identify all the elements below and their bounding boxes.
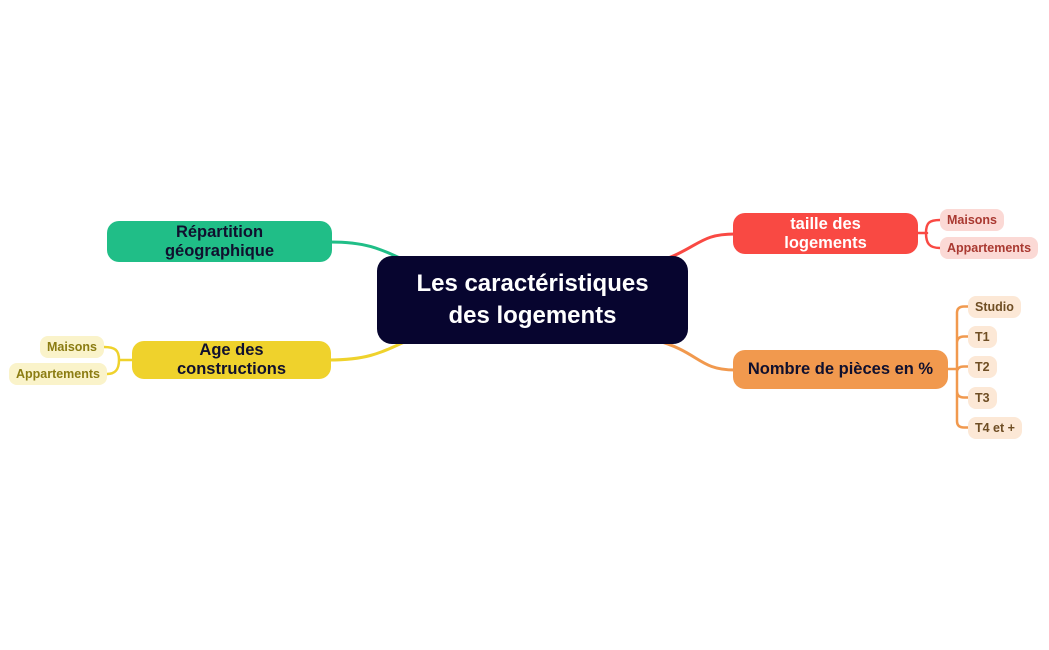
branch-pieces-label: Nombre de pièces en % xyxy=(747,360,934,378)
branch-repartition-label: Répartition géographique xyxy=(164,222,275,260)
child-taille-appartements[interactable]: Appartements xyxy=(940,237,1039,259)
child-taille-maisons[interactable]: Maisons xyxy=(940,209,1005,231)
child-pieces-studio[interactable]: Studio xyxy=(968,296,1021,318)
branch-taille-label: taille des logements xyxy=(784,214,867,252)
child-pieces-t1[interactable]: T1 xyxy=(968,326,997,348)
child-pieces-t1-label: T1 xyxy=(975,330,990,344)
child-pieces-studio-label: Studio xyxy=(975,300,1014,314)
branch-age-des-constructions[interactable]: Age des constructions xyxy=(132,341,331,379)
child-pieces-t4-label: T4 et + xyxy=(975,421,1015,435)
branch-age-label: Age des constructions xyxy=(176,341,287,378)
child-pieces-t2[interactable]: T2 xyxy=(968,356,997,378)
connector-age-children xyxy=(102,345,135,376)
child-pieces-t3-label: T3 xyxy=(975,391,990,405)
child-age-appartements[interactable]: Appartements xyxy=(8,363,107,385)
child-age-maisons[interactable]: Maisons xyxy=(39,336,104,358)
child-pieces-t4-et-plus[interactable]: T4 et + xyxy=(968,417,1022,439)
central-topic-node[interactable]: Les caractéristiques des logements xyxy=(377,256,688,344)
branch-repartition-geographique[interactable]: Répartition géographique xyxy=(107,221,332,262)
child-taille-maisons-label: Maisons xyxy=(947,213,998,227)
child-pieces-t2-label: T2 xyxy=(975,360,990,374)
child-taille-appartements-label: Appartements xyxy=(947,241,1032,255)
branch-nombre-de-pieces[interactable]: Nombre de pièces en % xyxy=(733,350,948,389)
connector-taille-children xyxy=(915,218,942,250)
child-age-maisons-label: Maisons xyxy=(46,340,97,354)
child-age-appartements-label: Appartements xyxy=(15,367,100,381)
branch-taille-des-logements[interactable]: taille des logements xyxy=(733,213,918,254)
connector-pieces-children xyxy=(942,305,970,429)
child-pieces-t3[interactable]: T3 xyxy=(968,387,997,409)
connector-pieces xyxy=(653,338,737,372)
central-topic-label: Les caractéristiques des logements xyxy=(416,270,649,329)
